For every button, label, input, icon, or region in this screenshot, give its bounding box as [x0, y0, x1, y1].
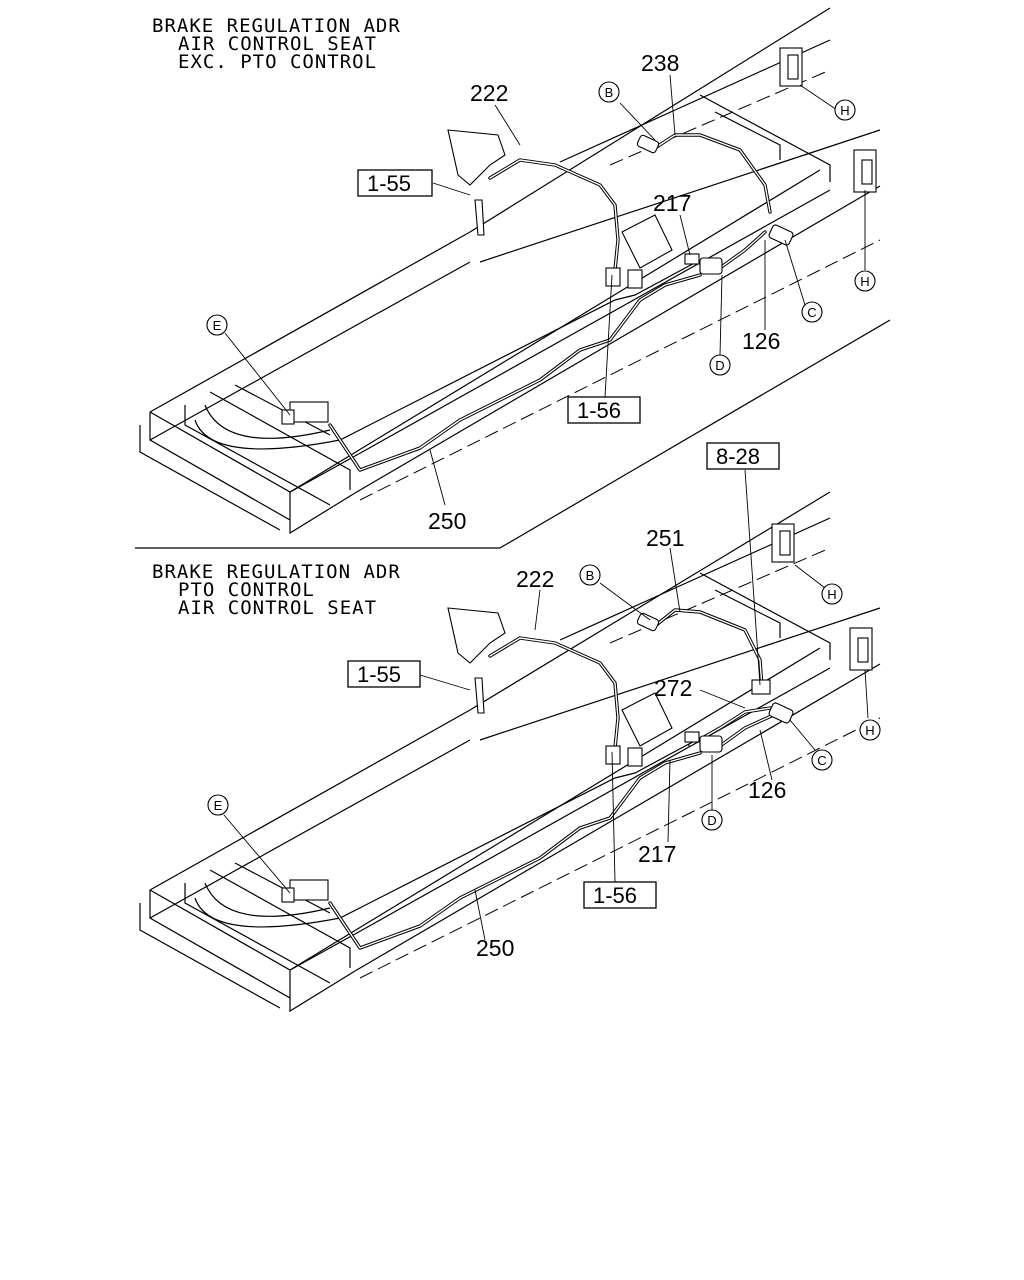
svg-text:E: E — [213, 318, 222, 333]
circle-b: B — [579, 564, 601, 586]
header-line-1: BRAKE REGULATION ADR — [152, 15, 401, 37]
circle-h-side: H — [859, 719, 881, 741]
section-1: BRAKE REGULATION ADR AIR CONTROL SEAT EX… — [139, 7, 891, 549]
pipe-250 — [328, 273, 702, 472]
ref-label-1-55: 1-55 — [357, 662, 401, 687]
circle-c: C — [811, 749, 833, 771]
svg-text:C: C — [817, 753, 826, 768]
bracket-h-side — [849, 627, 873, 671]
callout-217: 217 — [653, 190, 691, 216]
callout-250: 250 — [476, 935, 514, 961]
circle-h-side: H — [854, 270, 876, 292]
header-line-3: AIR CONTROL SEAT — [178, 597, 377, 619]
ref-label-1-56: 1-56 — [577, 398, 621, 423]
fitting-d — [684, 731, 723, 753]
circle-b: B — [598, 81, 620, 103]
fitting-b — [636, 612, 660, 632]
svg-text:H: H — [860, 274, 869, 289]
svg-text:B: B — [586, 568, 595, 583]
fitting-b — [636, 134, 660, 154]
bracket-h-top — [779, 47, 803, 87]
callout-238: 238 — [641, 50, 679, 76]
pipe-126 — [718, 710, 782, 748]
svg-text:D: D — [715, 358, 724, 373]
callout-272: 272 — [654, 675, 692, 701]
callout-222: 222 — [470, 80, 508, 106]
circle-c: C — [801, 301, 823, 323]
bracket-h-side — [853, 149, 877, 193]
ref-box-1-56[interactable]: 1-56 — [567, 396, 641, 424]
ref-box-1-55[interactable]: 1-55 — [347, 660, 421, 688]
ref-label-1-55: 1-55 — [367, 171, 411, 196]
fitting-c — [751, 679, 794, 724]
circle-e: E — [206, 314, 228, 336]
fitting-d — [684, 253, 723, 275]
ref-label-8-28: 8-28 — [716, 444, 760, 469]
header-line-2: PTO CONTROL — [178, 579, 315, 601]
seat-bracket — [447, 607, 506, 714]
ref-label-1-56: 1-56 — [593, 883, 637, 908]
callout-251: 251 — [646, 525, 684, 551]
callout-250: 250 — [428, 508, 466, 534]
ref-box-8-28[interactable]: 8-28 — [706, 442, 780, 470]
pipe-250 — [328, 751, 702, 950]
callout-126: 126 — [748, 777, 786, 803]
bracket-h-top — [771, 523, 795, 563]
valve-e — [281, 401, 329, 425]
ref-box-1-56[interactable]: 1-56 — [583, 881, 657, 909]
svg-text:B: B — [605, 85, 614, 100]
circle-h-top: H — [834, 99, 856, 121]
seat-bracket — [447, 129, 506, 236]
valve-e — [281, 879, 329, 903]
callout-217: 217 — [638, 841, 676, 867]
circle-h-top: H — [821, 583, 843, 605]
header-line-2: AIR CONTROL SEAT — [178, 33, 377, 55]
svg-text:E: E — [214, 798, 223, 813]
leader-lines — [223, 469, 869, 941]
svg-text:H: H — [865, 723, 874, 738]
pipe-238 — [653, 133, 772, 214]
callout-222: 222 — [516, 566, 554, 592]
fitting-c — [768, 224, 794, 246]
svg-text:D: D — [707, 813, 716, 828]
pipe-222 — [488, 158, 620, 272]
section-2: BRAKE REGULATION ADR PTO CONTROL AIR CON… — [139, 442, 881, 1013]
circle-d: D — [709, 354, 731, 376]
svg-text:C: C — [807, 305, 816, 320]
pipe-222 — [488, 636, 620, 750]
pipe-126 — [718, 230, 767, 270]
valve-center — [605, 692, 673, 767]
ref-box-1-55[interactable]: 1-55 — [357, 169, 433, 197]
circle-d: D — [701, 809, 723, 831]
callout-126: 126 — [742, 328, 780, 354]
svg-text:H: H — [827, 587, 836, 602]
svg-text:H: H — [840, 103, 849, 118]
pipe-251 — [653, 608, 764, 690]
circle-e: E — [207, 794, 229, 816]
valve-center — [605, 214, 673, 289]
header-line-1: BRAKE REGULATION ADR — [152, 561, 401, 583]
header-line-3: EXC. PTO CONTROL — [178, 51, 377, 73]
leader-lines — [224, 74, 866, 506]
